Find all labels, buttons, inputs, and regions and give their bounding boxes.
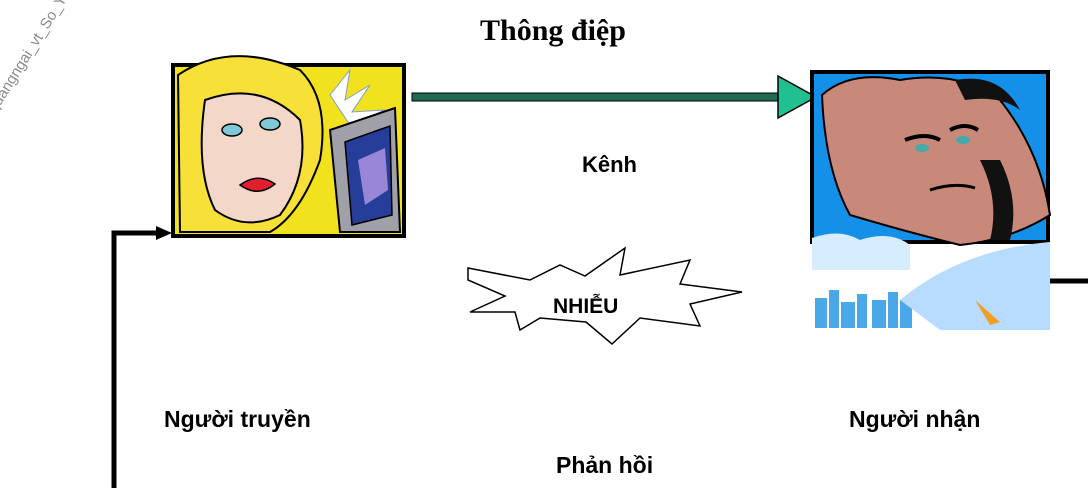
noise-label: NHIỄU xyxy=(553,295,619,318)
noise-burst xyxy=(467,246,743,346)
feedback-label: Phản hồi xyxy=(556,452,654,478)
message-label: Thông điệp xyxy=(480,14,626,47)
receiver-label: Người nhận xyxy=(849,406,981,432)
receiver-icon xyxy=(810,70,1052,330)
feedback-path xyxy=(111,230,1088,488)
channel-label: Kênh xyxy=(582,152,637,177)
message-arrow xyxy=(411,74,818,120)
sender-icon xyxy=(171,55,406,238)
sender-label: Người truyền xyxy=(164,406,311,432)
feedback-arrowhead xyxy=(156,226,172,240)
